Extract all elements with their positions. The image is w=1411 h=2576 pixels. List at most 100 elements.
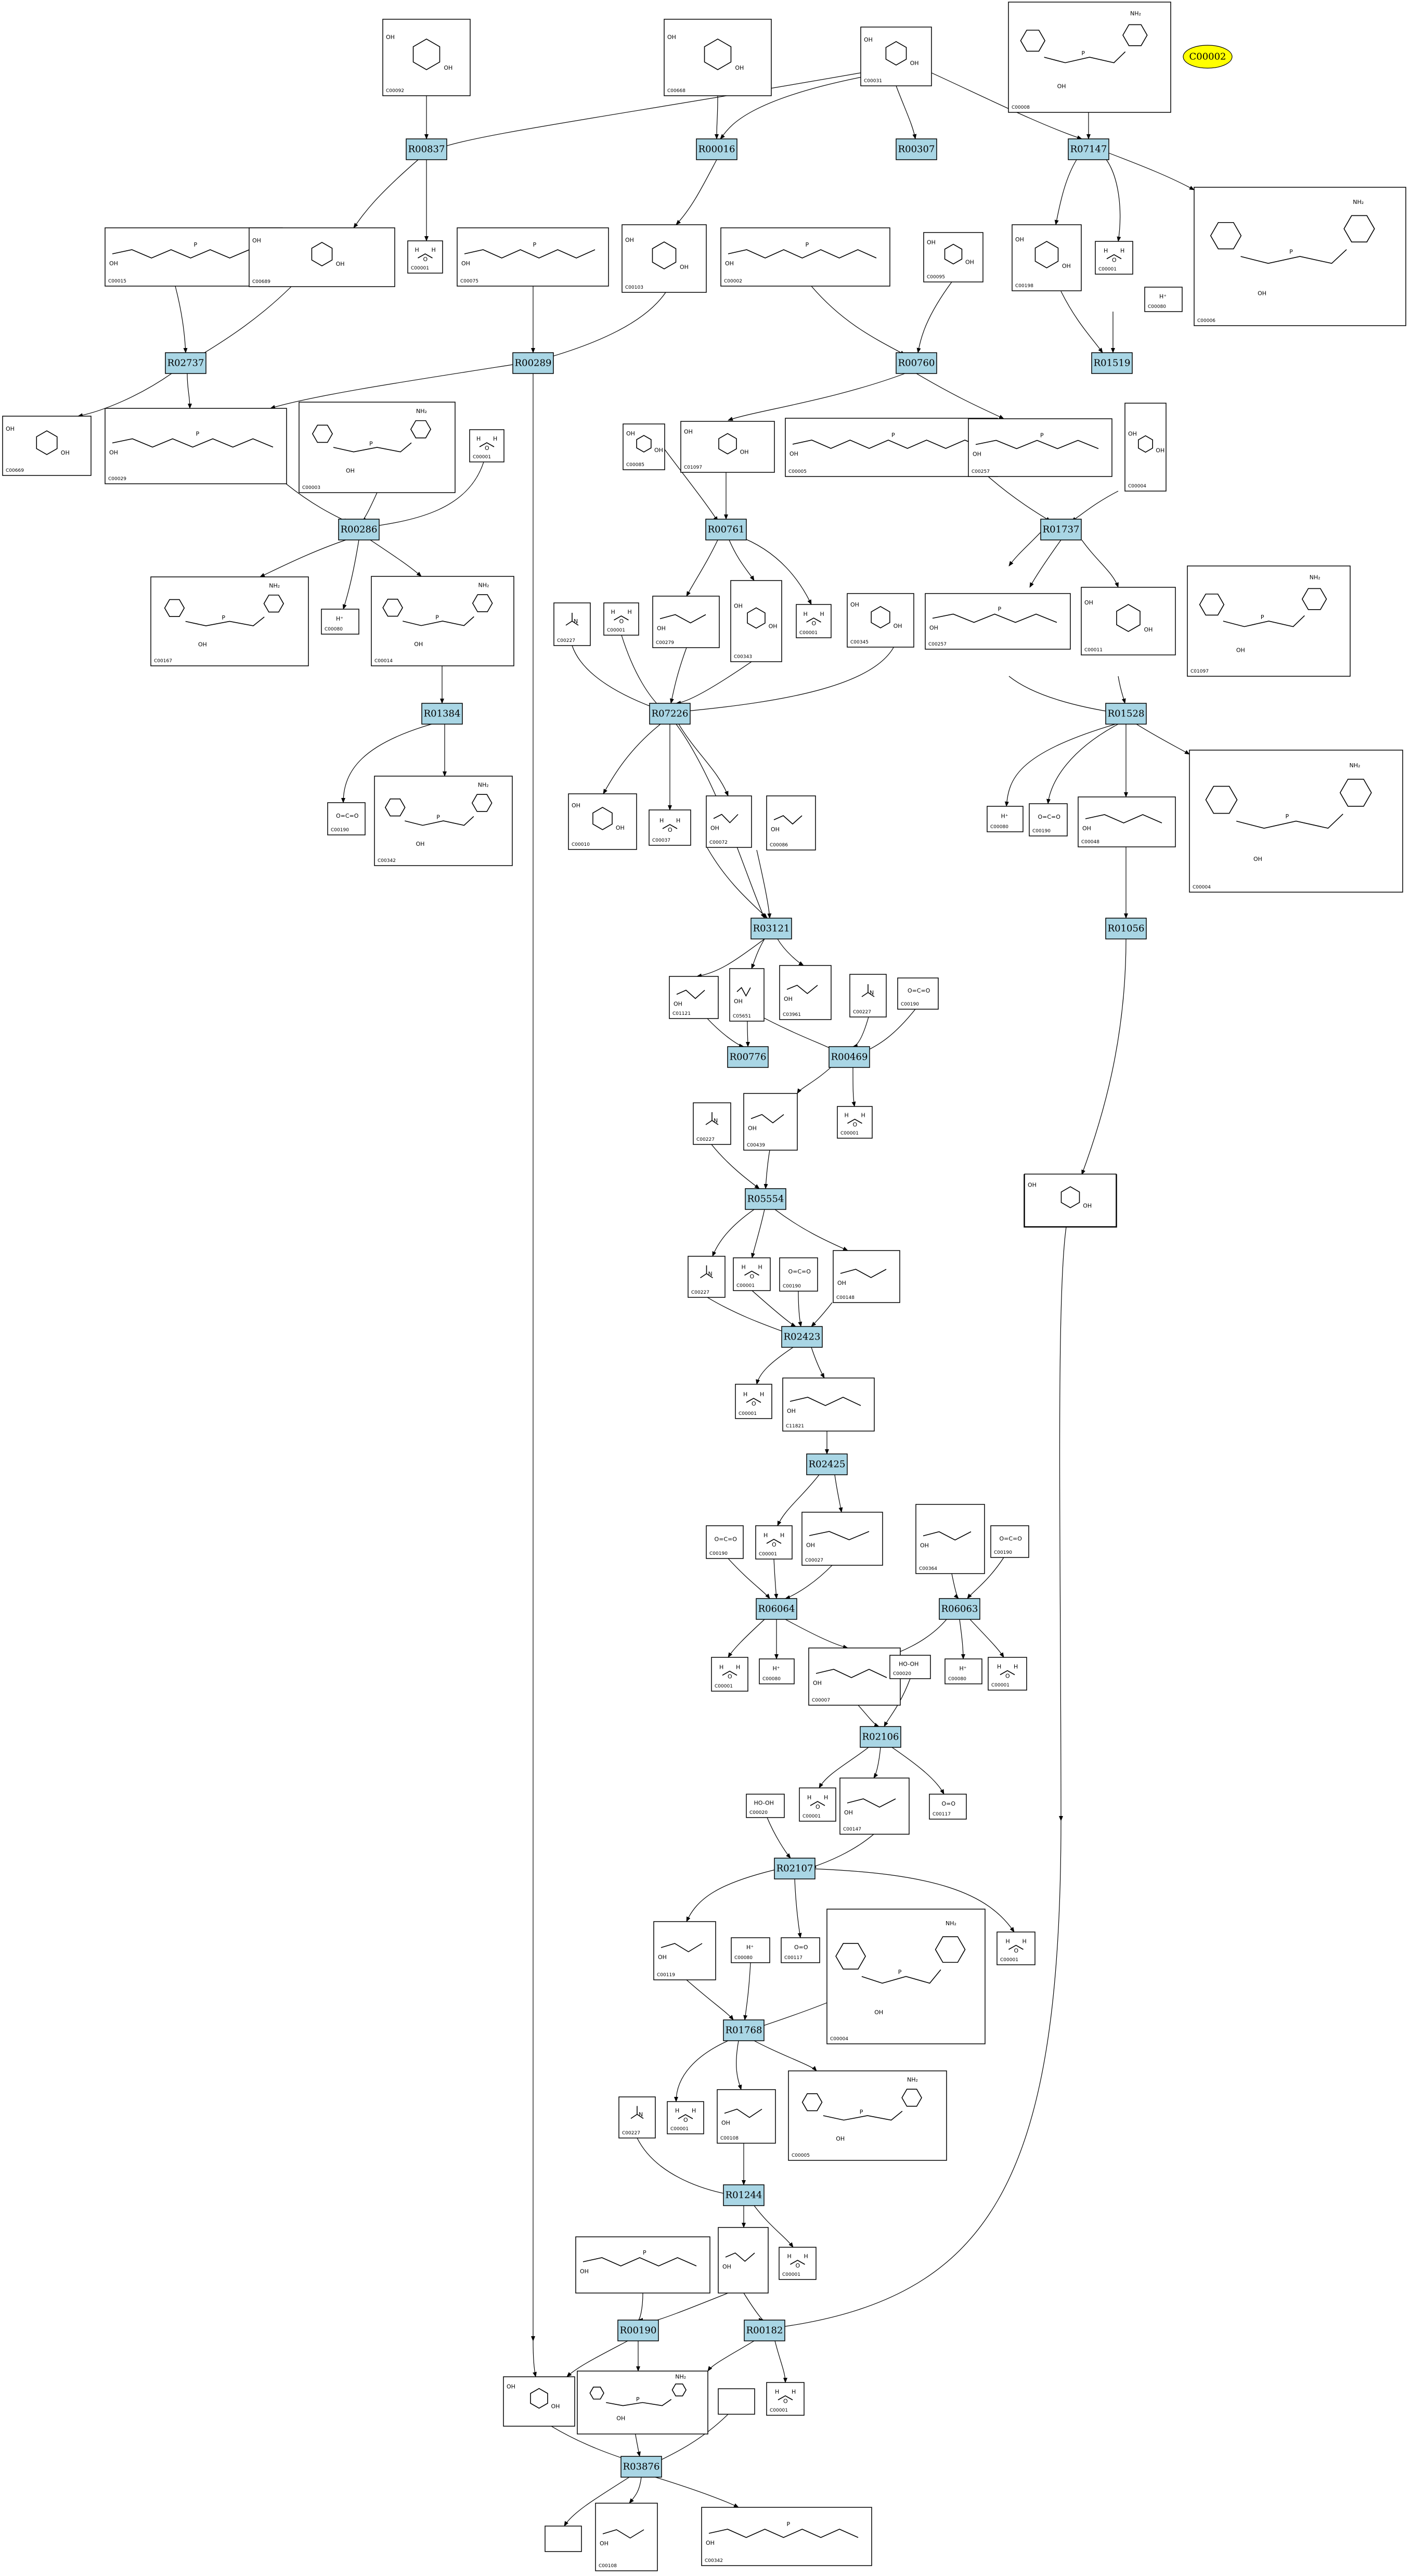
reaction-node[interactable]: R01737 [1040,519,1082,540]
reaction-node[interactable]: R01519 [1091,352,1133,374]
compound-node[interactable]: OHP [575,2236,710,2294]
start-compound-node[interactable]: C00002 [1183,45,1233,69]
reaction-node[interactable]: R03876 [620,2456,662,2478]
reaction-node[interactable]: R01528 [1105,703,1147,725]
reaction-node[interactable]: R00289 [512,352,554,374]
reaction-node[interactable]: R00469 [829,1046,870,1068]
reaction-node[interactable]: R01768 [723,2019,765,2041]
reaction-node[interactable]: R00776 [727,1046,769,1068]
compound-node[interactable]: H⁺C00080 [731,1937,770,1963]
compound-node[interactable] [718,2388,755,2415]
reaction-node[interactable]: R00307 [896,138,937,160]
reaction-node[interactable]: R02106 [860,1726,901,1748]
reaction-node[interactable]: R00761 [705,519,747,540]
reaction-node[interactable]: R06064 [756,1598,797,1620]
reaction-node[interactable]: R01384 [421,703,463,725]
compound-node[interactable]: OH [718,2227,769,2294]
reaction-node[interactable]: R07226 [649,703,691,725]
reaction-node[interactable]: R05554 [745,1188,786,1210]
compound-node[interactable] [545,2526,582,2552]
reaction-node[interactable]: R00016 [696,138,737,160]
reaction-node[interactable]: R00190 [617,2320,659,2341]
reaction-node[interactable]: R02425 [806,1453,848,1475]
compound-node[interactable]: H⁺C00080 [944,1658,982,1684]
reaction-node[interactable]: R00760 [896,352,937,374]
compound-node[interactable]: H⁺C00080 [759,1658,795,1684]
compound-node[interactable]: H⁺C00080 [987,806,1024,832]
reaction-node[interactable]: R00286 [338,519,380,540]
reaction-node[interactable]: R02423 [781,1326,823,1348]
